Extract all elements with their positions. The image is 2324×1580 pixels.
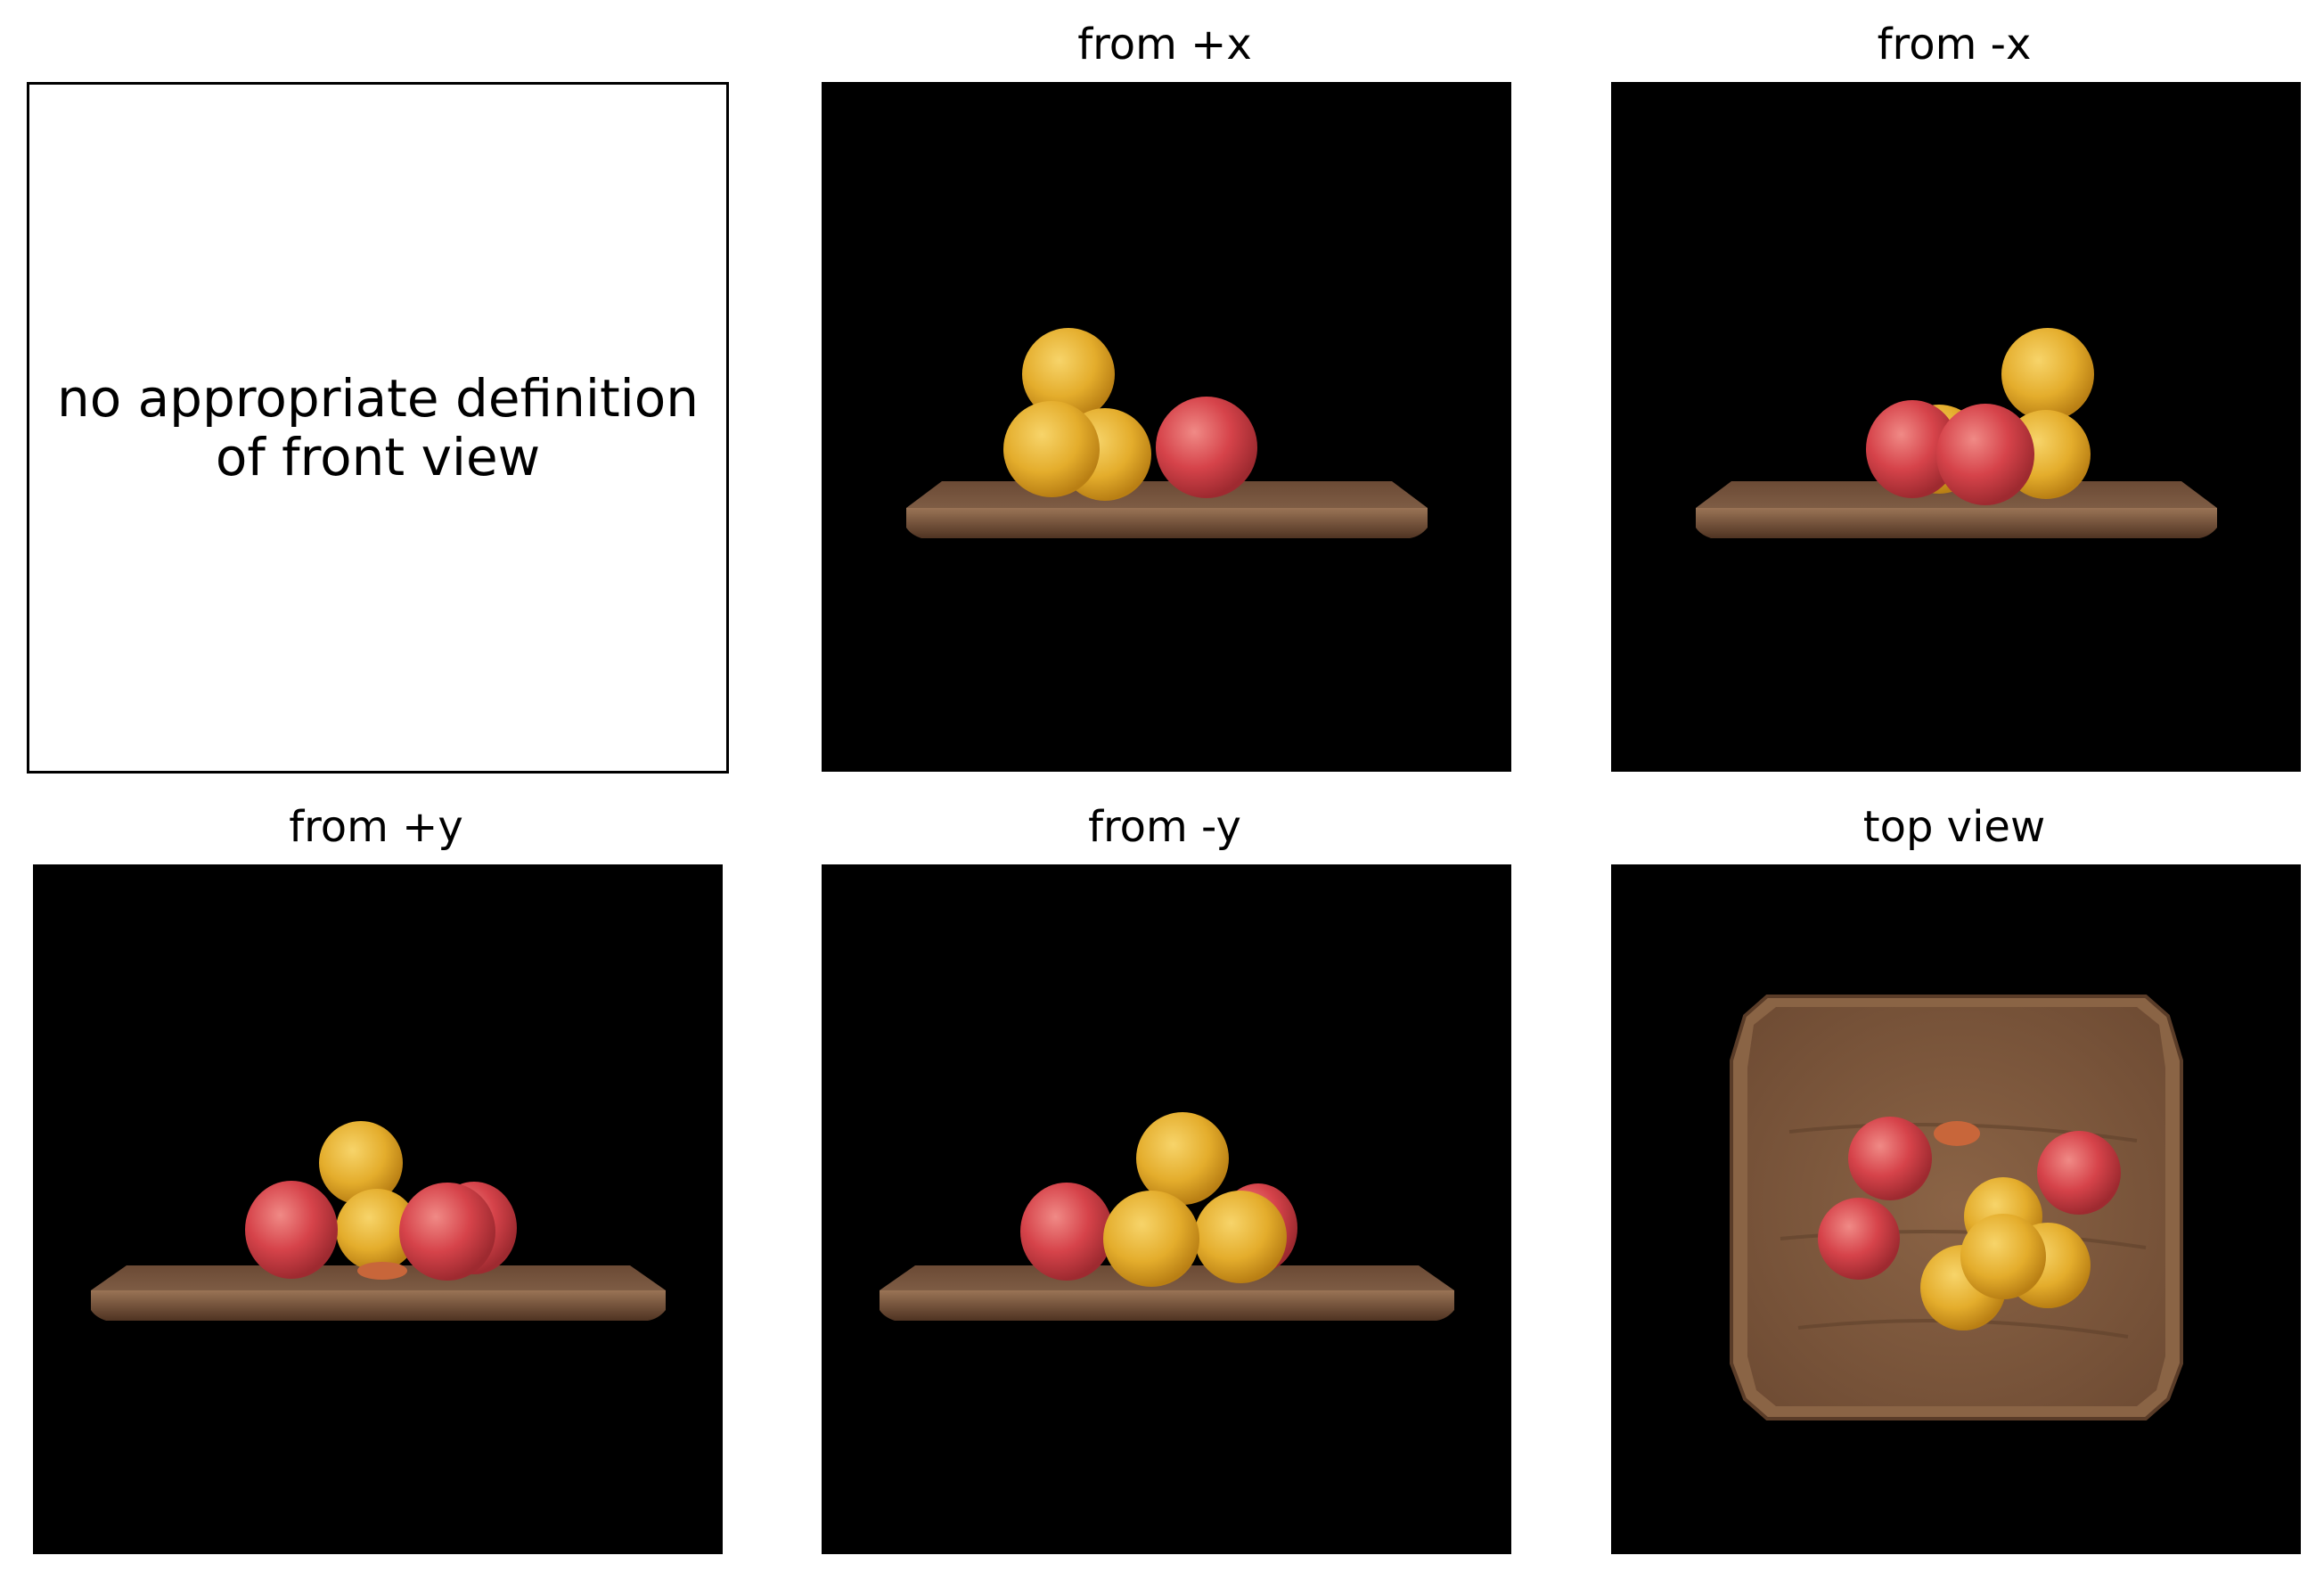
neg-y-view-image (822, 864, 1511, 1554)
pos-x-title: from +x (1077, 20, 1252, 70)
wooden-board (880, 1265, 1454, 1321)
apple (245, 1181, 338, 1279)
front-view-note: no appropriate definition of front view (56, 368, 700, 487)
orange (1960, 1214, 2046, 1299)
orange (1022, 328, 1115, 421)
strawberry (357, 1262, 407, 1280)
front-view-panel: no appropriate definition of front view (27, 82, 729, 774)
neg-x-view-image (1611, 82, 2301, 772)
apple (1156, 397, 1257, 498)
top-view-title: top view (1862, 802, 2046, 852)
apple (1848, 1117, 1932, 1200)
neg-y-title: from -y (1088, 802, 1241, 852)
orange (319, 1121, 403, 1205)
orange (1136, 1112, 1229, 1205)
apple (399, 1183, 495, 1281)
pos-y-title: from +y (289, 802, 463, 852)
apple (2037, 1131, 2121, 1215)
apple (1866, 400, 1959, 498)
wooden-board (906, 481, 1428, 538)
wooden-tray (1730, 995, 2183, 1420)
wooden-board (1696, 481, 2217, 538)
orange (336, 1189, 418, 1271)
orange (2001, 328, 2094, 421)
neg-x-title: from -x (1877, 20, 2032, 70)
top-view-image (1611, 864, 2301, 1554)
pos-x-view-image (822, 82, 1511, 772)
orange (1194, 1191, 1287, 1283)
apple (1818, 1198, 1900, 1280)
apple (1020, 1183, 1113, 1281)
pos-y-view-image (33, 864, 723, 1554)
apple (1936, 404, 2034, 505)
orange (1003, 401, 1100, 497)
orange (1103, 1191, 1199, 1287)
wooden-board (91, 1265, 666, 1321)
strawberry (1934, 1121, 1980, 1146)
